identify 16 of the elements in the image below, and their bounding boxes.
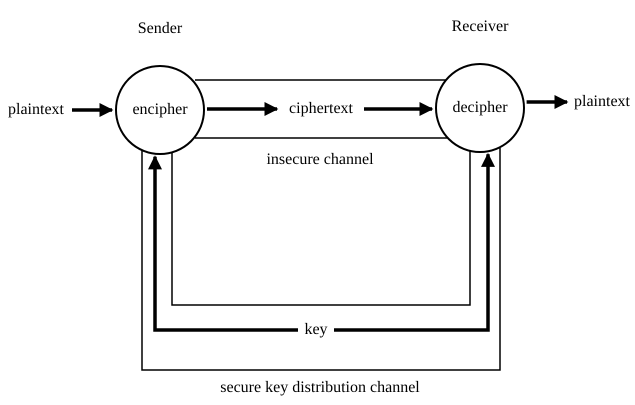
node-label: decipher [452, 98, 508, 118]
node-label: encipher [132, 100, 188, 120]
node-text: key [300, 318, 332, 342]
node-text: ciphertext [280, 97, 362, 121]
arrow [526, 95, 568, 109]
arrow [207, 102, 278, 116]
role-label: Sender [138, 19, 182, 39]
node-text: plaintext [2, 98, 70, 122]
arrow [148, 155, 298, 332]
arrow [334, 152, 495, 332]
arrow [72, 103, 114, 117]
channel-label: secure key distribution channel [219, 378, 421, 398]
node-text: plaintext [570, 90, 634, 114]
channel-label: insecure channel [265, 150, 375, 170]
role-label: Receiver [452, 17, 508, 37]
arrow [364, 102, 434, 116]
